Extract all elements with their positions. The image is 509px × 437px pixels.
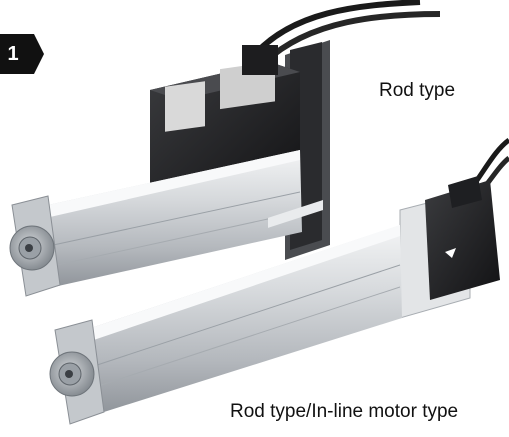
cable <box>247 0 421 62</box>
inline-motor-type-label: Rod type/In-line motor type <box>230 401 459 422</box>
cable <box>262 11 441 65</box>
inline-motor-actuator <box>49 176 500 425</box>
arrow-badge-icon <box>0 34 44 74</box>
badge-number: 1 <box>7 43 19 65</box>
rod-type-label: Rod type <box>379 80 456 101</box>
rod-type-actuator <box>9 40 330 297</box>
